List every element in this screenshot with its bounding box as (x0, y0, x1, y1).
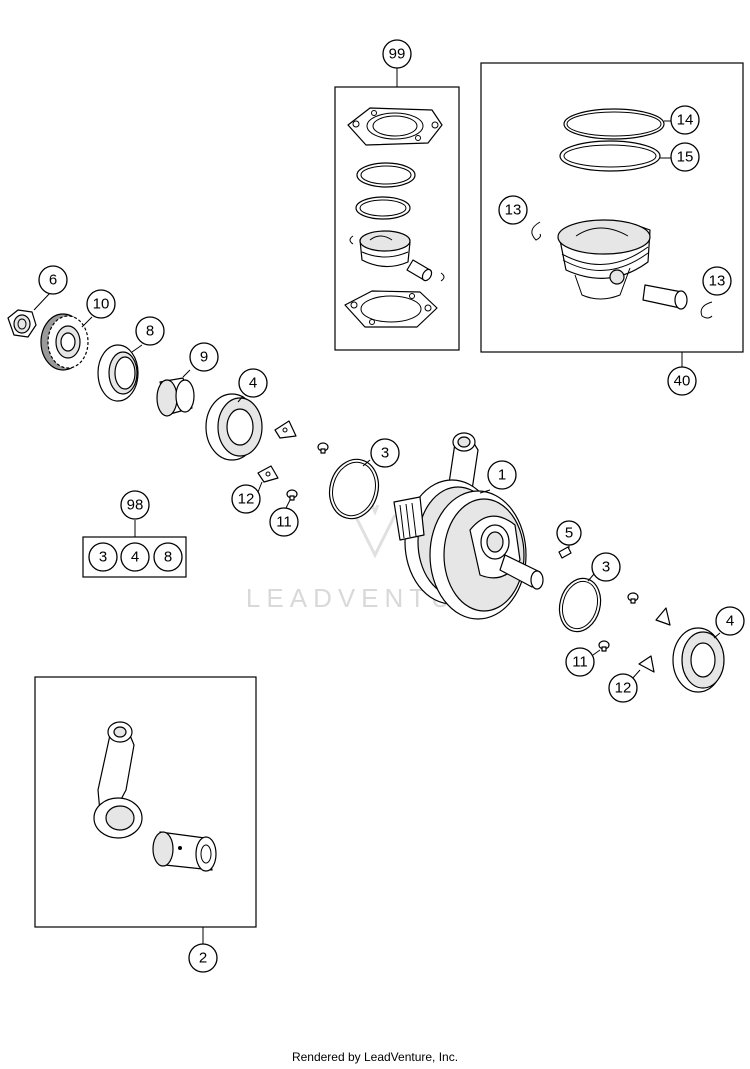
callout-11-left[interactable]: 11 (269, 507, 299, 537)
piston-part[interactable] (557, 219, 651, 300)
callout-99[interactable]: 99 (382, 39, 412, 69)
callout-15[interactable]: 15 (670, 142, 700, 172)
crankshaft-part[interactable] (393, 432, 544, 620)
svg-text:3: 3 (381, 445, 389, 462)
bearing-shim-part[interactable] (274, 420, 297, 439)
spacer-part[interactable] (156, 377, 195, 417)
o-ring-part[interactable] (554, 574, 607, 637)
svg-text:3: 3 (99, 549, 107, 566)
kit-98-group: 3 4 8 (82, 520, 187, 578)
svg-text:4: 4 (131, 549, 139, 566)
piston-ring-part[interactable] (356, 162, 416, 188)
bearing-shim-part[interactable] (638, 655, 655, 673)
footer-credit: Rendered by LeadVenture, Inc. (291, 1050, 459, 1064)
bearing-shim-part[interactable] (655, 607, 671, 626)
svg-text:40: 40 (674, 373, 691, 390)
callout-11-right[interactable]: 11 (565, 647, 595, 677)
svg-text:3: 3 (602, 559, 610, 576)
svg-text:6: 6 (49, 272, 57, 289)
connecting-rod-part[interactable] (93, 721, 143, 839)
base-gasket-part[interactable] (344, 290, 438, 328)
svg-text:11: 11 (276, 514, 292, 531)
o-ring-part[interactable] (323, 454, 385, 524)
callout-40[interactable]: 40 (667, 366, 697, 396)
oil-ring-part[interactable] (559, 140, 661, 172)
callout-3-left[interactable]: 3 (370, 438, 400, 468)
callout-2[interactable]: 2 (188, 943, 218, 973)
svg-text:2: 2 (199, 950, 207, 967)
svg-text:12: 12 (615, 680, 632, 697)
callout-12-right[interactable]: 12 (608, 673, 638, 703)
kit-99-box (334, 68, 460, 351)
svg-text:11: 11 (572, 654, 588, 671)
kit-98-item-3[interactable]: 3 (88, 542, 118, 572)
svg-text:4: 4 (249, 375, 257, 392)
kit-98-item-8[interactable]: 8 (153, 542, 183, 572)
screw-part[interactable] (627, 592, 639, 604)
svg-text:15: 15 (677, 149, 694, 166)
callout-13-right[interactable]: 13 (702, 266, 732, 296)
callout-5[interactable]: 5 (556, 520, 582, 546)
callout-10[interactable]: 10 (86, 289, 116, 319)
piston-part[interactable] (359, 230, 411, 268)
bearing-shim-part[interactable] (257, 465, 279, 483)
svg-text:99: 99 (389, 46, 406, 63)
circlip-part[interactable] (700, 301, 713, 319)
callout-14[interactable]: 14 (670, 105, 700, 135)
screw-part[interactable] (598, 640, 610, 652)
screw-part[interactable] (317, 442, 329, 454)
callout-6[interactable]: 6 (38, 265, 68, 295)
conrod-kit-box (34, 676, 257, 944)
main-bearing-part[interactable] (672, 627, 725, 693)
seal-ring-part[interactable] (97, 344, 139, 402)
callout-9[interactable]: 9 (189, 342, 219, 372)
callout-12-left[interactable]: 12 (231, 484, 261, 514)
svg-text:98: 98 (127, 497, 144, 514)
svg-text:8: 8 (164, 549, 172, 566)
wrist-pin-part[interactable] (406, 259, 433, 282)
head-gasket-part[interactable] (347, 107, 443, 146)
svg-text:1: 1 (498, 467, 506, 484)
piston-assembly-box (480, 62, 744, 367)
svg-text:13: 13 (709, 273, 726, 290)
callout-4-right[interactable]: 4 (715, 606, 745, 636)
pin-part[interactable] (558, 546, 572, 559)
nut-part[interactable] (7, 309, 37, 338)
svg-text:12: 12 (238, 491, 255, 508)
svg-text:4: 4 (726, 613, 734, 630)
callout-13-left[interactable]: 13 (498, 195, 528, 225)
callout-98[interactable]: 98 (120, 490, 150, 520)
circlip-part[interactable] (440, 272, 445, 282)
svg-text:10: 10 (93, 296, 110, 313)
callout-3-right[interactable]: 3 (591, 552, 621, 582)
crank-pin-part[interactable] (152, 831, 217, 872)
circlip-part[interactable] (349, 235, 354, 245)
svg-text:5: 5 (565, 525, 573, 542)
callout-4-left[interactable]: 4 (238, 368, 268, 398)
main-bearing-part[interactable] (205, 393, 263, 461)
kit-98-item-4[interactable]: 4 (120, 542, 150, 572)
svg-text:9: 9 (200, 349, 208, 366)
svg-text:8: 8 (146, 323, 154, 340)
gear-part[interactable] (40, 313, 89, 371)
compression-ring-part[interactable] (563, 108, 665, 140)
piston-ring-part[interactable] (355, 196, 411, 220)
screw-part[interactable] (286, 489, 298, 501)
svg-text:13: 13 (505, 202, 522, 219)
svg-text:14: 14 (677, 112, 694, 129)
callout-1[interactable]: 1 (487, 460, 517, 490)
callout-8[interactable]: 8 (135, 316, 165, 346)
wrist-pin-part[interactable] (642, 284, 688, 310)
circlip-part[interactable] (531, 221, 541, 241)
